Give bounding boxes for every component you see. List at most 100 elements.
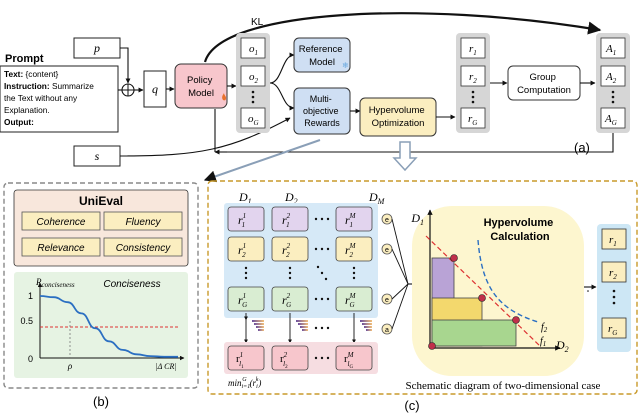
pareto-point [478,294,486,302]
conciseness-curve [39,295,178,358]
x-tick-rho: ρ [67,361,73,371]
policy-model-label: Policy Model [187,75,215,99]
hv-axis-d2: D2 [555,338,569,354]
svg-text:A1: A1 [605,43,616,57]
y-tick-0-5: 0.5 [20,316,33,326]
vertical-dots [251,90,255,104]
reward-r1: r1 [460,37,486,59]
horizontal-dots [314,247,330,251]
svg-text:r12: r12 [238,242,246,259]
metric-consistency: Consistency [103,237,183,257]
svg-text:r21: r21 [282,212,291,229]
svg-text:rG: rG [608,323,617,337]
svg-text:e: e [385,217,389,224]
svg-text:e: e [385,247,389,254]
multi-objective-rewards-label: Multi- objective Rewards [303,94,341,128]
output-oG: oG [240,107,266,129]
badge-icon: e [381,213,393,225]
pareto-point [450,254,458,262]
svg-text:r1: r1 [469,43,477,57]
svg-text:Coherence: Coherence [37,217,86,228]
hv-region [431,319,517,347]
svg-text:r2: r2 [609,267,617,281]
advantage-AG: AG [600,107,626,129]
hv-output-rG: rG [601,317,627,339]
x-tick-cr: |Δ CR| [155,362,176,371]
horizontal-dots [587,290,589,292]
reward-r2: r2 [460,65,486,87]
s-label: s [95,149,100,163]
badge-icon: e [381,293,393,305]
col-header-d1: D1 [238,190,252,206]
svg-text:AG: AG [604,113,617,127]
svg-text:e: e [385,297,389,304]
y-tick-0: 0 [28,354,33,364]
svg-text:Fluency: Fluency [125,217,161,228]
hv-output-r2: r2 [601,261,627,283]
col-header-d2: D2 [284,190,298,206]
svg-text:r1: r1 [609,234,617,248]
vertical-dots [244,266,248,280]
output-o2: o2 [240,65,266,87]
svg-text:rMG: rMG [345,292,357,309]
front-f1 [425,235,541,347]
advantage-A2: A2 [600,65,626,87]
y-tick-1: 1 [28,291,33,301]
front-f2-label: f2 [541,322,548,334]
svg-text:r2G: r2G [282,292,291,309]
conciseness-title: Conciseness [103,279,160,290]
hypervolume-optimization-box [359,97,437,137]
badge-icon: a [381,323,393,335]
kl-arrow [203,12,602,63]
front-f2 [477,239,539,323]
prompt-text: Text: {content} Instruction: Summarize t… [4,69,96,127]
output-o1: o1 [240,37,266,59]
horizontal-dots [314,326,330,330]
svg-text:a: a [385,327,389,334]
svg-text:o1: o1 [249,43,258,57]
svg-text:oG: oG [248,113,259,127]
svg-text:r2: r2 [469,71,477,85]
vertical-dots [288,266,292,280]
svg-text:A2: A2 [605,71,617,85]
vertical-dots [612,289,616,305]
prompt-box [0,65,119,133]
svg-text:rG: rG [468,113,477,127]
svg-text:Relevance: Relevance [37,243,85,254]
sort-icon [243,313,264,344]
q-label: q [152,82,158,96]
hv-axis-d1: D1 [410,211,424,227]
policy-model-box [174,63,228,109]
pipeline-section: KL p Prompt Text: {content} Instruction:… [0,12,630,183]
metric-coherence: Coherence [21,211,101,231]
hollow-down-arrow [392,141,418,172]
plus-operator [121,83,135,97]
advantage-A1: A1 [600,37,626,59]
p-label: p [93,41,100,55]
svg-text:rM2: rM2 [345,242,357,259]
prompt-title: Prompt [5,53,44,65]
metric-relevance: Relevance [21,237,101,257]
sort-icon [287,313,308,344]
reward-rG: rG [460,107,486,129]
hypervolume-calculation-title: Hypervolume Calculation [484,217,557,243]
unieval-panel: UniEval Coherence Fluency Relevance Cons… [3,182,199,409]
svg-text:o2: o2 [249,71,259,85]
y-axis-label: Rconciseness [35,277,75,289]
snowflake-icon: ❄ [342,61,349,70]
vertical-dots [471,90,475,104]
reference-model-box [293,37,351,73]
